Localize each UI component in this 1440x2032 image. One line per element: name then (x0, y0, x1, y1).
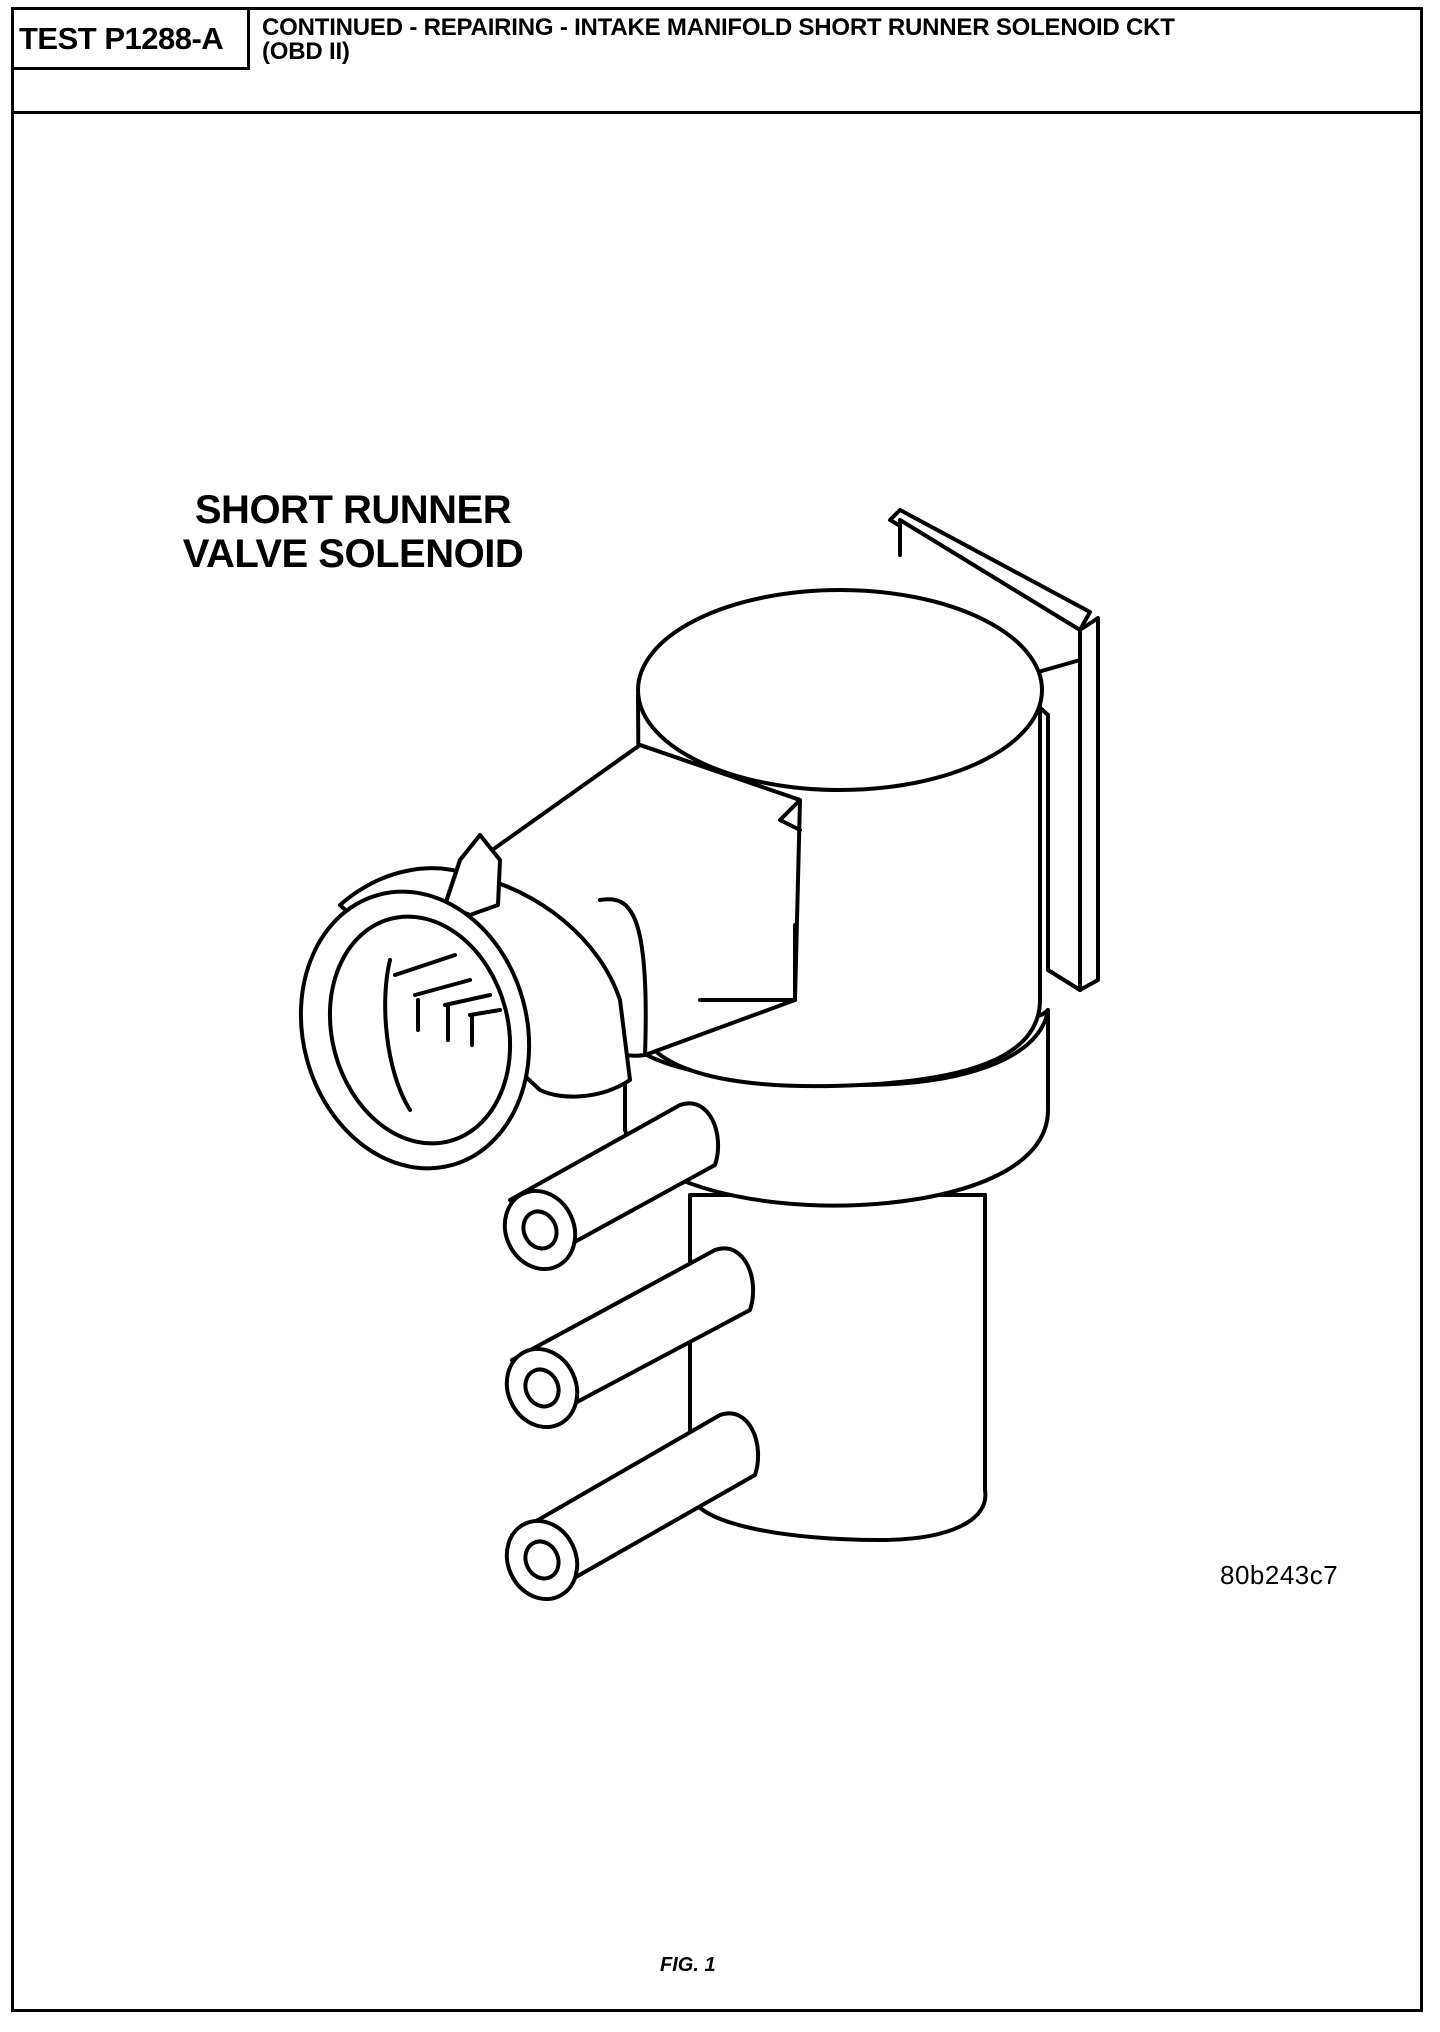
page-title-line-1: CONTINUED - REPAIRING - INTAKE MANIFOLD … (262, 14, 1175, 41)
component-callout: SHORT RUNNER VALVE SOLENOID (163, 488, 543, 576)
callout-line-2: VALVE SOLENOID (182, 532, 524, 576)
page-frame: TEST P1288-A CONTINUED - REPAIRING - INT… (11, 7, 1423, 2012)
page-title: CONTINUED - REPAIRING - INTAKE MANIFOLD … (262, 16, 1412, 64)
electrical-connector-arm (448, 743, 802, 1058)
lower-cylinder-body (688, 1193, 988, 1542)
mounting-bracket (888, 508, 1100, 992)
test-id-box: TEST P1288-A (14, 10, 250, 70)
page-header: TEST P1288-A CONTINUED - REPAIRING - INT… (14, 10, 1420, 114)
callout-line-1: SHORT RUNNER (194, 488, 512, 532)
figure-code: 80b243c7 (1220, 1560, 1339, 1590)
figure-caption: FIG. 1 (660, 1954, 716, 1976)
connector-pins (393, 953, 502, 1047)
vacuum-port-2 (504, 1246, 756, 1429)
vacuum-port-1 (502, 1101, 721, 1271)
vacuum-port-3 (504, 1411, 761, 1601)
page-title-line-2: (OBD II) (262, 38, 350, 65)
